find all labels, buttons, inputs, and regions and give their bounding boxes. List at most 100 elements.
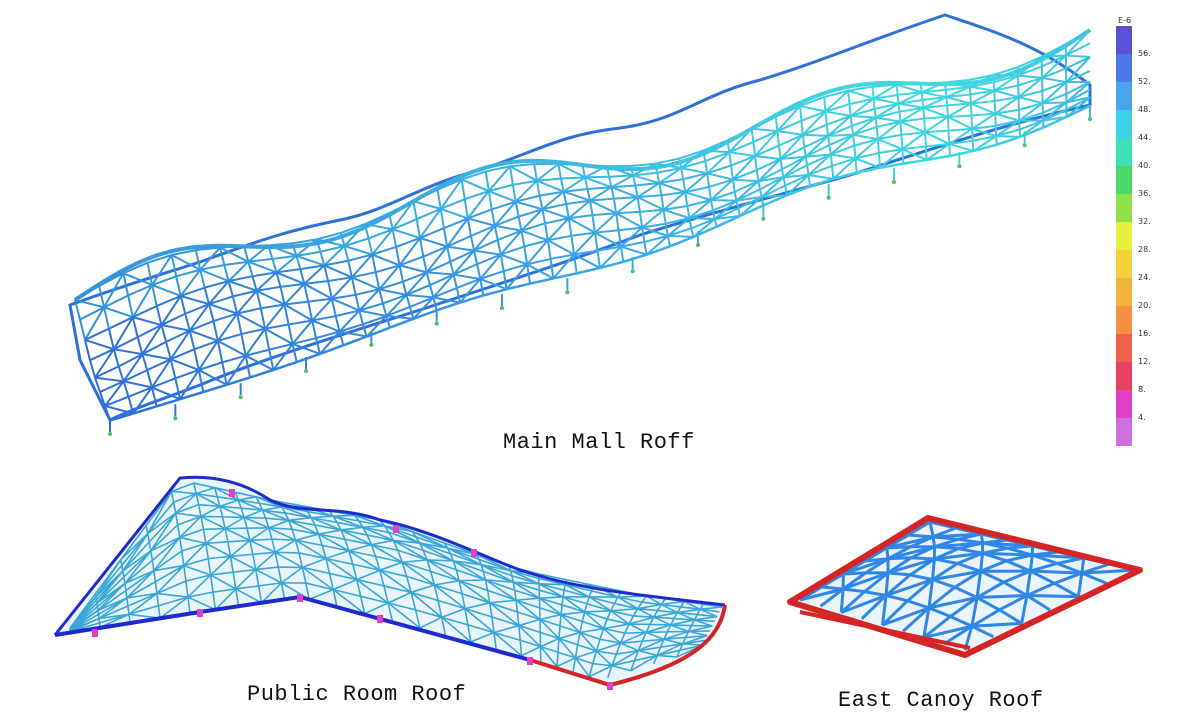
mall-top-chord xyxy=(793,99,804,108)
public-member xyxy=(653,655,658,665)
public-member xyxy=(515,599,541,621)
public-member xyxy=(332,588,366,615)
mall-member xyxy=(898,111,902,122)
public-member xyxy=(280,566,303,584)
public-member xyxy=(122,550,152,572)
mall-member xyxy=(227,280,234,297)
mall-member xyxy=(171,249,197,256)
mall-member xyxy=(494,224,522,232)
east-member xyxy=(982,541,1008,550)
mall-member xyxy=(311,320,318,339)
public-member xyxy=(482,571,487,581)
public-member xyxy=(321,545,327,559)
mall-member xyxy=(714,207,739,220)
mall-top-chord xyxy=(573,161,583,167)
mall-member xyxy=(198,361,223,371)
mall-member xyxy=(479,278,485,296)
mall-member xyxy=(320,245,345,253)
public-member xyxy=(348,543,372,552)
mall-member xyxy=(94,365,120,379)
public-member xyxy=(98,597,128,620)
mall-member xyxy=(733,191,738,201)
mall-member xyxy=(970,102,996,115)
mall-member xyxy=(151,275,177,286)
mall-member xyxy=(897,103,901,112)
east-member xyxy=(931,562,959,581)
mall-member xyxy=(371,228,394,256)
mall-member xyxy=(436,189,442,210)
mall-member xyxy=(188,330,196,350)
public-member xyxy=(638,649,658,657)
mall-member xyxy=(682,172,708,181)
mall-top-chord xyxy=(971,79,981,85)
support-node xyxy=(92,629,98,637)
public-member xyxy=(268,527,293,531)
public-member xyxy=(461,593,466,609)
mall-member xyxy=(563,176,586,193)
public-member xyxy=(314,524,320,535)
public-member xyxy=(620,631,647,644)
mall-top-chord xyxy=(454,173,465,181)
public-member xyxy=(234,492,240,501)
mall-member xyxy=(754,155,758,171)
public-member xyxy=(122,533,149,572)
mall-member xyxy=(735,200,740,209)
east-member xyxy=(1030,569,1082,575)
mall-member xyxy=(395,237,421,248)
mall-member xyxy=(799,96,825,107)
mall-member xyxy=(1041,67,1067,79)
mall-member xyxy=(213,312,238,322)
mall-member xyxy=(544,223,549,241)
mall-member xyxy=(358,302,384,312)
mall-member xyxy=(255,290,262,309)
mall-member xyxy=(251,275,258,292)
mall-member xyxy=(948,128,973,145)
mall-member xyxy=(855,151,880,160)
mall-member xyxy=(412,309,438,320)
mall-member xyxy=(203,287,211,305)
mall-member xyxy=(947,102,972,118)
east-member xyxy=(934,557,958,565)
mall-member xyxy=(664,223,669,237)
public-member xyxy=(230,555,257,571)
mall-member xyxy=(1017,77,1043,98)
mall-member xyxy=(538,195,544,210)
public-member xyxy=(489,599,517,604)
mall-member xyxy=(659,178,684,185)
east-member xyxy=(881,599,909,627)
mall-member xyxy=(255,271,278,292)
public-member xyxy=(659,639,665,648)
mall-member xyxy=(807,174,811,187)
public-member xyxy=(183,565,187,582)
mall-member xyxy=(752,130,778,143)
public-member xyxy=(148,541,152,552)
mall-member xyxy=(316,231,342,241)
east-member xyxy=(910,545,936,560)
mall-member xyxy=(256,285,281,292)
mall-member xyxy=(104,395,129,407)
public-member xyxy=(518,618,541,627)
mall-member xyxy=(563,190,591,202)
mall-member xyxy=(661,191,686,197)
mall-member xyxy=(876,139,880,154)
mall-member xyxy=(476,263,482,280)
mall-member xyxy=(439,208,445,229)
mall-member xyxy=(446,246,452,262)
east-member xyxy=(1006,553,1033,563)
mall-member xyxy=(151,284,158,307)
mall-member xyxy=(155,305,163,326)
public-member xyxy=(358,520,364,528)
public-member xyxy=(575,650,597,659)
public-member xyxy=(183,542,207,567)
mall-member xyxy=(488,165,511,192)
mall-member xyxy=(875,116,901,123)
mall-member xyxy=(117,366,125,382)
mall-member xyxy=(735,180,759,202)
public-member xyxy=(145,525,149,534)
public-member xyxy=(556,652,559,667)
mall-member xyxy=(808,164,833,176)
mall-member xyxy=(611,186,638,199)
public-member xyxy=(173,492,197,503)
support-node xyxy=(527,657,533,665)
east-member xyxy=(976,580,1005,599)
